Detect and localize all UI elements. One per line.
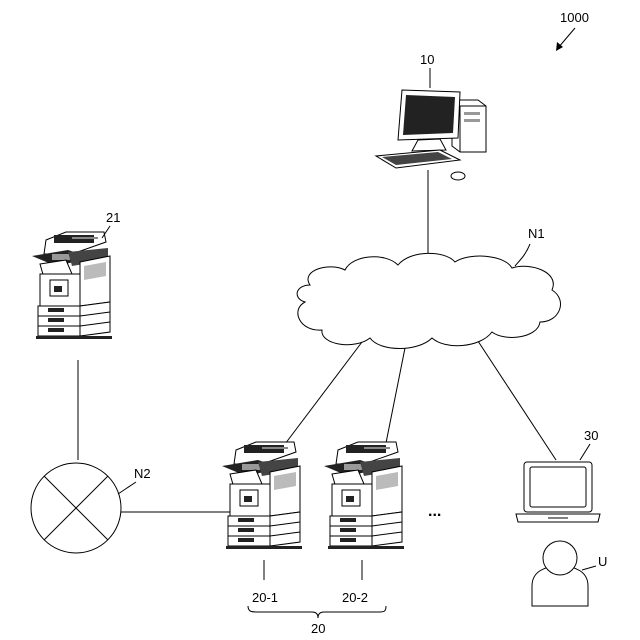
printer-20-1-icon <box>222 442 302 549</box>
label-network2: N2 <box>134 466 151 481</box>
label-mfp21: 21 <box>106 210 120 225</box>
user-icon <box>532 541 588 606</box>
network-cloud-n1 <box>297 253 560 348</box>
label-mfp2: 20-2 <box>342 590 368 605</box>
label-user: U <box>598 554 607 569</box>
label-system: 1000 <box>560 10 589 25</box>
label-mfp1: 20-1 <box>252 590 278 605</box>
desktop-computer-icon <box>376 90 486 180</box>
group-brace <box>248 606 386 618</box>
printer-21-icon <box>32 232 112 339</box>
line-n1-laptop <box>474 335 556 460</box>
label-server: 10 <box>420 52 434 67</box>
line-n1-mfp2 <box>385 348 405 448</box>
line-n1-mfp1 <box>282 342 362 448</box>
laptop-icon <box>516 462 600 522</box>
network-n2-icon <box>31 463 121 553</box>
label-network1: N1 <box>528 226 545 241</box>
label-laptop: 30 <box>584 428 598 443</box>
label-ellipsis: ... <box>428 503 441 520</box>
label-mfp-group: 20 <box>311 621 325 636</box>
printer-20-2-icon <box>324 442 404 549</box>
